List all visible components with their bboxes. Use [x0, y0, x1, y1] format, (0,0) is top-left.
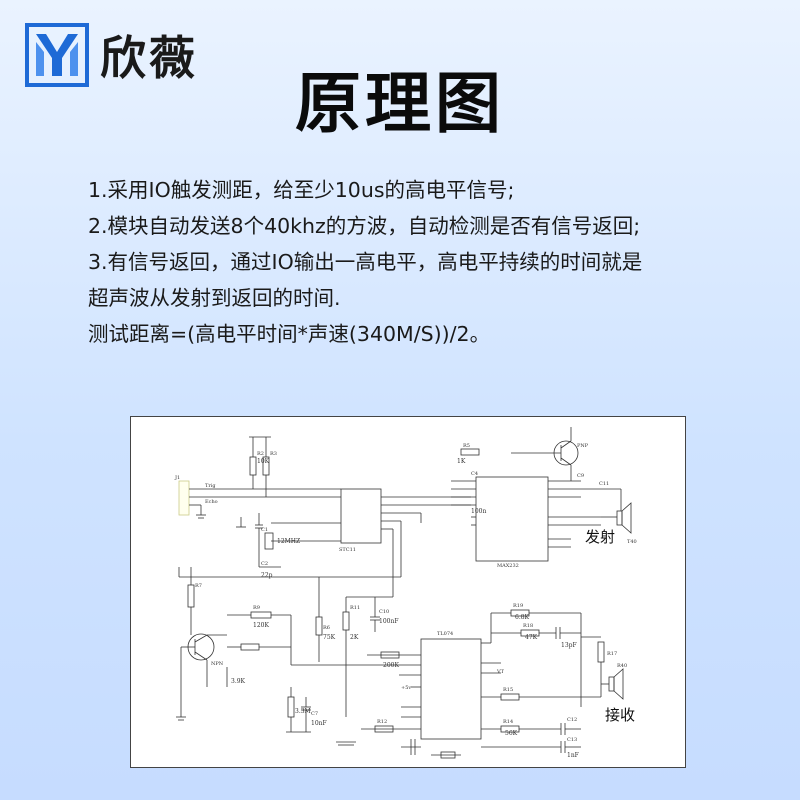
schematic-j1: J1: [174, 475, 180, 481]
brand-name: 欣薇: [100, 31, 198, 85]
receive-label: 接收: [605, 706, 635, 724]
schematic-value-10nf: 10nF: [311, 720, 327, 727]
description-line-4: 超声波从发射到返回的时间.: [88, 286, 341, 310]
schematic-r11: R11: [350, 605, 360, 611]
schematic-value-100nf: 100nF: [379, 618, 398, 625]
description-line-2: 2.模块自动发送8个40khz的方波，自动检测是否有信号返回;: [88, 214, 641, 238]
schematic-r40-label: R40: [617, 663, 627, 669]
description-line-1: 1.采用IO触发测距，给至少10us的高电平信号;: [88, 178, 515, 202]
schematic-npn-label: NPN: [211, 661, 224, 667]
schematic-r18: R18: [523, 623, 533, 629]
schematic-value-1nf: 1nF: [567, 752, 579, 759]
schematic-c2: C2: [261, 561, 268, 567]
schematic-r7: R7: [195, 583, 202, 589]
brand-logo: 欣薇: [24, 22, 198, 88]
schematic-c1: C1: [261, 527, 268, 533]
description: 1.采用IO触发测距，给至少10us的高电平信号; 2.模块自动发送8个40kh…: [88, 172, 748, 352]
schematic-t40-label: T40: [627, 539, 637, 545]
schematic-r15: R15: [503, 687, 513, 693]
schematic-max-label: MAX232: [497, 563, 519, 569]
schematic-value-47k: 47K: [525, 634, 538, 641]
schematic-r2: R2: [257, 451, 264, 457]
schematic-svg: J1 Trig Echo STC11 MAX232 TL074 PNP NPN …: [174, 427, 637, 759]
description-line-3: 3.有信号返回，通过IO输出一高电平，高电平持续的时间就是: [88, 250, 643, 274]
schematic-j1-trig: Trig: [205, 483, 216, 489]
schematic-r3: R3: [270, 451, 277, 457]
schematic-value-22p: 22p: [261, 572, 273, 579]
schematic-r17: R17: [607, 651, 617, 657]
schematic-pnp-label: PNP: [577, 443, 589, 449]
schematic-c11: C11: [599, 481, 609, 487]
schematic-value-100n: 100n: [471, 508, 486, 515]
schematic-value-2k: 2K: [350, 634, 359, 641]
chip-tl074: [420, 638, 482, 740]
schematic-value-13pf: 13pF: [561, 642, 577, 649]
schematic-value-1k: 1K: [457, 458, 466, 465]
schematic-stc-label: STC11: [339, 547, 356, 553]
connector-j1: [178, 480, 190, 516]
schematic-r9: R9: [253, 605, 260, 611]
schematic-j1-echo: Echo: [205, 499, 218, 505]
schematic-value-6-8k: 6.8K: [515, 614, 530, 621]
chip-max232: [475, 476, 549, 562]
schematic-r5: R5: [463, 443, 470, 449]
schematic-value-12mhz: 12MHZ: [277, 538, 300, 545]
schematic-value-10k: 10K: [257, 458, 270, 465]
schematic-value-56k: 56K: [505, 730, 518, 737]
brand-logo-icon: [25, 23, 89, 87]
schematic-r14: R14: [503, 719, 513, 725]
schematic-c13: C13: [567, 737, 577, 743]
schematic-value-120k: 120K: [253, 622, 269, 629]
schematic-value-200k: 200K: [383, 662, 399, 669]
schematic-c4: C4: [471, 471, 478, 477]
schematic-vt-label: VT: [496, 669, 505, 675]
schematic-c10: C10: [379, 609, 389, 615]
schematic-diagram: J1 Trig Echo STC11 MAX232 TL074 PNP NPN …: [130, 416, 686, 768]
chip-stc11: [340, 488, 382, 544]
page-title: 原理图: [295, 65, 505, 142]
description-line-5: 测试距离=(高电平时间*声速(340M/S))/2。: [88, 322, 491, 346]
schematic-r6: R6: [323, 625, 330, 631]
schematic-value-3-3m: 3.3M: [295, 708, 311, 715]
schematic-value-3-9k: 3.9K: [231, 678, 246, 685]
schematic-c7: C7: [311, 711, 318, 717]
schematic-r12: R12: [377, 719, 387, 725]
schematic-c9: C9: [577, 473, 584, 479]
schematic-c12: C12: [567, 717, 577, 723]
schematic-r19: R19: [513, 603, 523, 609]
transmit-label: 发射: [585, 528, 615, 546]
schematic-vcc-label: +5v: [401, 685, 411, 691]
schematic-value-75k: 75K: [323, 634, 336, 641]
schematic-tl074-label: TL074: [437, 631, 453, 637]
